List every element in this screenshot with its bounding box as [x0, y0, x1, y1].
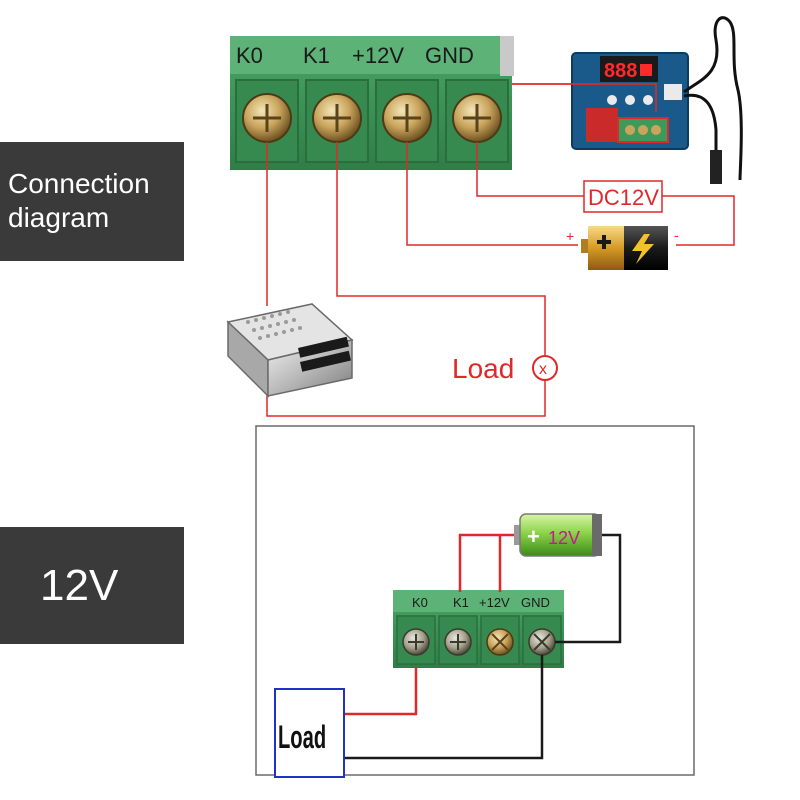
- voltage-label: 12V: [0, 527, 184, 644]
- screw-icon: [444, 628, 472, 656]
- thermostat-module-icon: 888: [571, 16, 743, 184]
- screw-icon: [452, 93, 502, 143]
- terminal-label-12v: +12V: [352, 43, 404, 68]
- bottom-battery-plus: +: [527, 524, 540, 549]
- bottom-terminal-label-gnd: GND: [521, 595, 550, 610]
- bottom-terminal-block: K0 K1 +12V GND: [393, 590, 564, 668]
- screw-icon: [312, 93, 362, 143]
- voltage-label-text: 12V: [40, 561, 119, 610]
- bottom-load-box: Load: [274, 688, 345, 778]
- terminal-label-k0: K0: [236, 43, 263, 68]
- top-load-label: Load: [452, 353, 514, 384]
- bottom-load-label: Load: [278, 719, 326, 755]
- label-line-2: diagram: [8, 202, 110, 233]
- bottom-wires: [344, 533, 622, 760]
- bottom-diagram-frame: [255, 425, 695, 776]
- label-line-1: Connection: [8, 168, 150, 199]
- battery-plus-label: +: [566, 228, 574, 244]
- screw-icon: [402, 628, 430, 656]
- bottom-battery-label: 12V: [548, 528, 580, 548]
- screw-icon: [528, 628, 556, 656]
- bottom-terminal-label-12v: +12V: [479, 595, 510, 610]
- dc12v-label-text: DC12V: [588, 185, 659, 210]
- svg-text:888: 888: [604, 60, 637, 82]
- bottom-terminal-label-k1: K1: [453, 595, 469, 610]
- dc12v-label: DC12V: [583, 180, 663, 213]
- power-supply-icon: [226, 303, 354, 398]
- battery-icon: + -: [566, 226, 679, 270]
- screw-icon: [382, 93, 432, 143]
- battery-minus-label: -: [674, 227, 679, 243]
- terminal-label-strip: [230, 36, 512, 74]
- bottom-terminal-label-k0: K0: [412, 595, 428, 610]
- top-terminal-block: K0 K1 +12V GND: [230, 36, 514, 170]
- load-symbol-x: x: [539, 361, 547, 378]
- screw-icon: [486, 628, 514, 656]
- top-wires: [266, 83, 735, 417]
- load-symbol-icon: Load x: [452, 353, 558, 384]
- screw-icon: [242, 93, 292, 143]
- terminal-label-k1: K1: [303, 43, 330, 68]
- terminal-label-gnd: GND: [425, 43, 474, 68]
- connection-diagram-label: Connection diagram: [0, 142, 184, 261]
- battery-icon: + 12V: [514, 513, 602, 557]
